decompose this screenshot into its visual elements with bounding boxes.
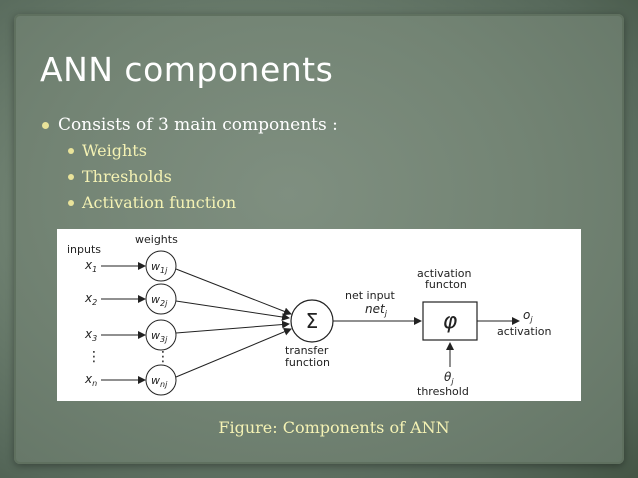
threshold-label: threshold <box>417 385 469 398</box>
weight-node <box>145 250 177 282</box>
bullet-dot-icon <box>42 122 49 129</box>
sub-bullet-text: Thresholds <box>82 167 172 186</box>
sub-bullet-item: Activation function <box>40 190 338 216</box>
function-label: function <box>285 356 330 369</box>
connection-arrow <box>175 328 292 378</box>
transfer-label: transfer <box>285 344 329 357</box>
sub-bullet-text: Weights <box>82 141 147 160</box>
caption-text: Figure: Components of ANN <box>218 418 450 437</box>
sub-bullet-text: Activation function <box>82 193 237 212</box>
connection-arrow <box>175 320 290 334</box>
activation-label: activation <box>417 267 472 280</box>
bullet-dot-icon <box>68 200 74 206</box>
connection-arrow <box>175 268 292 316</box>
net-symbol: netj <box>365 302 388 318</box>
weight-node <box>145 364 177 396</box>
connection-arrow <box>175 300 290 321</box>
phi-symbol: φ <box>443 309 458 334</box>
output-label: activation <box>497 325 552 338</box>
sigma-symbol: Σ <box>306 309 319 333</box>
weights-header: weights <box>135 233 178 246</box>
function-label-2: functon <box>425 278 467 291</box>
input-row-1: x1 w1j <box>84 250 177 282</box>
weight-node <box>145 319 177 351</box>
sub-bullet-item: Weights <box>40 138 338 164</box>
sub-bullet-item: Thresholds <box>40 164 338 190</box>
activation-box <box>422 301 478 341</box>
bullet-list: Consists of 3 main components : Weights … <box>40 112 338 216</box>
net-input-label: net input <box>345 289 396 302</box>
slide-title: ANN components <box>40 50 334 89</box>
ann-diagram: inputs weights x1 w1j x2 w2j x3 w3j <box>67 233 552 398</box>
input-label: x2 <box>84 291 97 307</box>
input-row-2: x2 w2j <box>84 283 177 315</box>
output-symbol: oj <box>523 308 533 324</box>
input-row-n: xn wnj <box>84 364 177 396</box>
weight-node <box>145 283 177 315</box>
bullet-text: Consists of 3 main components : <box>58 115 338 135</box>
inputs-header: inputs <box>67 243 101 256</box>
input-ellipsis: ⋮ <box>87 349 101 365</box>
input-label: x3 <box>84 327 97 343</box>
input-row-3: x3 w3j <box>84 319 177 351</box>
figure-caption: Figure: Components of ANN <box>0 418 638 437</box>
input-label: x1 <box>84 258 97 274</box>
bullet-item: Consists of 3 main components : <box>40 112 338 138</box>
bullet-dot-icon <box>68 148 74 154</box>
ann-diagram-figure: inputs weights x1 w1j x2 w2j x3 w3j <box>57 229 581 401</box>
input-label: xn <box>84 372 97 388</box>
bullet-dot-icon <box>68 174 74 180</box>
threshold-symbol: θj <box>444 370 454 386</box>
weight-ellipsis: ⋮ <box>156 349 170 365</box>
